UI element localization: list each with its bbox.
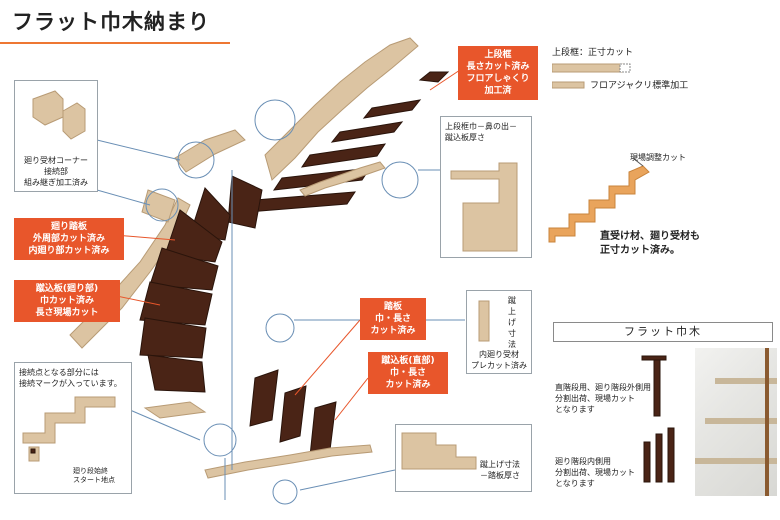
legend-upper-label: 上段框：正寸カット (552, 48, 634, 58)
site-adjust-stair (548, 157, 650, 243)
riser-minus-note: 蹴上げ寸法 －踏板厚さ (480, 460, 520, 480)
detail-circle-left (145, 188, 179, 222)
photo-stairs (695, 348, 777, 496)
baseboard-pieces (641, 355, 675, 483)
winder-treads (139, 175, 263, 393)
detail-circle-lower (203, 423, 237, 457)
lower-left-stringer (143, 401, 207, 419)
lower-stringer (204, 444, 373, 479)
detail-box-riser-minus: 蹴上げ寸法 －踏板厚さ (395, 424, 532, 492)
title-underline (0, 42, 230, 44)
detail-box-corner: 廻り受材コーナー 接続部 組み継ぎ加工済み (14, 80, 98, 192)
flat-note-1: 直階段用、廻り階段外側用 分割出荷、現場カット となります (555, 383, 651, 414)
middle-right-stringer (299, 161, 386, 197)
page-title: フラット巾木納まり (12, 10, 210, 34)
detail-box-inner-precut: 蹴 上 げ 寸 法 内廻り受材 プレカット済み (466, 290, 532, 374)
callout-riser-straight: 蹴込板(直部) 巾・長さ カット済み (368, 352, 448, 394)
legend-lower-label: フロアジャクリ標準加工 (590, 81, 689, 91)
flat-baseboard-header: フラット巾木 (553, 322, 773, 342)
upper-stringer (264, 37, 419, 181)
callout-upper-frame: 上段框 長さカット済み フロアしゃくり 加工済 (458, 46, 538, 100)
detail-box-nosing: 上段框巾－鼻の出－ 蹴込板厚さ (440, 116, 532, 258)
stringer-corner (141, 189, 176, 223)
detail-circle-bottom (272, 479, 298, 505)
connection-note: 接続点となる部分には 接続マークが入っています。 (19, 368, 122, 388)
detail-circle-right (381, 161, 419, 199)
lower-treads (249, 369, 337, 457)
riser-minus-icon (401, 432, 477, 470)
precut-note: 直受け材、廻り受材も 正寸カット済み。 (600, 231, 700, 256)
callout-tread: 踏板 巾・長さ カット済み (360, 298, 426, 340)
nosing-note: 上段框巾－鼻の出－ 蹴込板厚さ (445, 122, 517, 142)
detail-box-connection: 接続点となる部分には 接続マークが入っています。 廻り段始終 スタート地点 (14, 362, 132, 494)
inner-precut-note: 内廻り受材 プレカット済み (471, 350, 527, 370)
callout-riser-winder: 蹴込板(廻り部) 巾カット済み 長さ現場カット (14, 280, 120, 322)
flat-note-2: 廻り階段内側用 分割出荷、現場カット となります (555, 457, 635, 488)
callout-winder-tread: 廻り踏板 外周部カット済み 内廻り部カット済み (14, 218, 124, 260)
top-left-stringer (174, 129, 246, 173)
upper-treads (247, 71, 450, 213)
legend-icons (552, 63, 631, 89)
nosing-profile-icon (450, 162, 518, 252)
connection-mark-icon (22, 396, 116, 462)
inner-riser-icon (478, 300, 490, 342)
detail-circle-mid (265, 313, 295, 343)
riser-height-label: 蹴 上 げ 寸 法 (508, 296, 516, 349)
detail-circle-top (254, 99, 296, 141)
start-point-note: 廻り段始終 スタート地点 (73, 467, 115, 484)
corner-joint-icon (32, 90, 86, 140)
orange-leaders (111, 69, 461, 421)
stair-photo (695, 348, 777, 496)
site-adjust-label: 現場調整カット (630, 153, 686, 162)
corner-note: 廻り受材コーナー 接続部 組み継ぎ加工済み (24, 156, 88, 187)
